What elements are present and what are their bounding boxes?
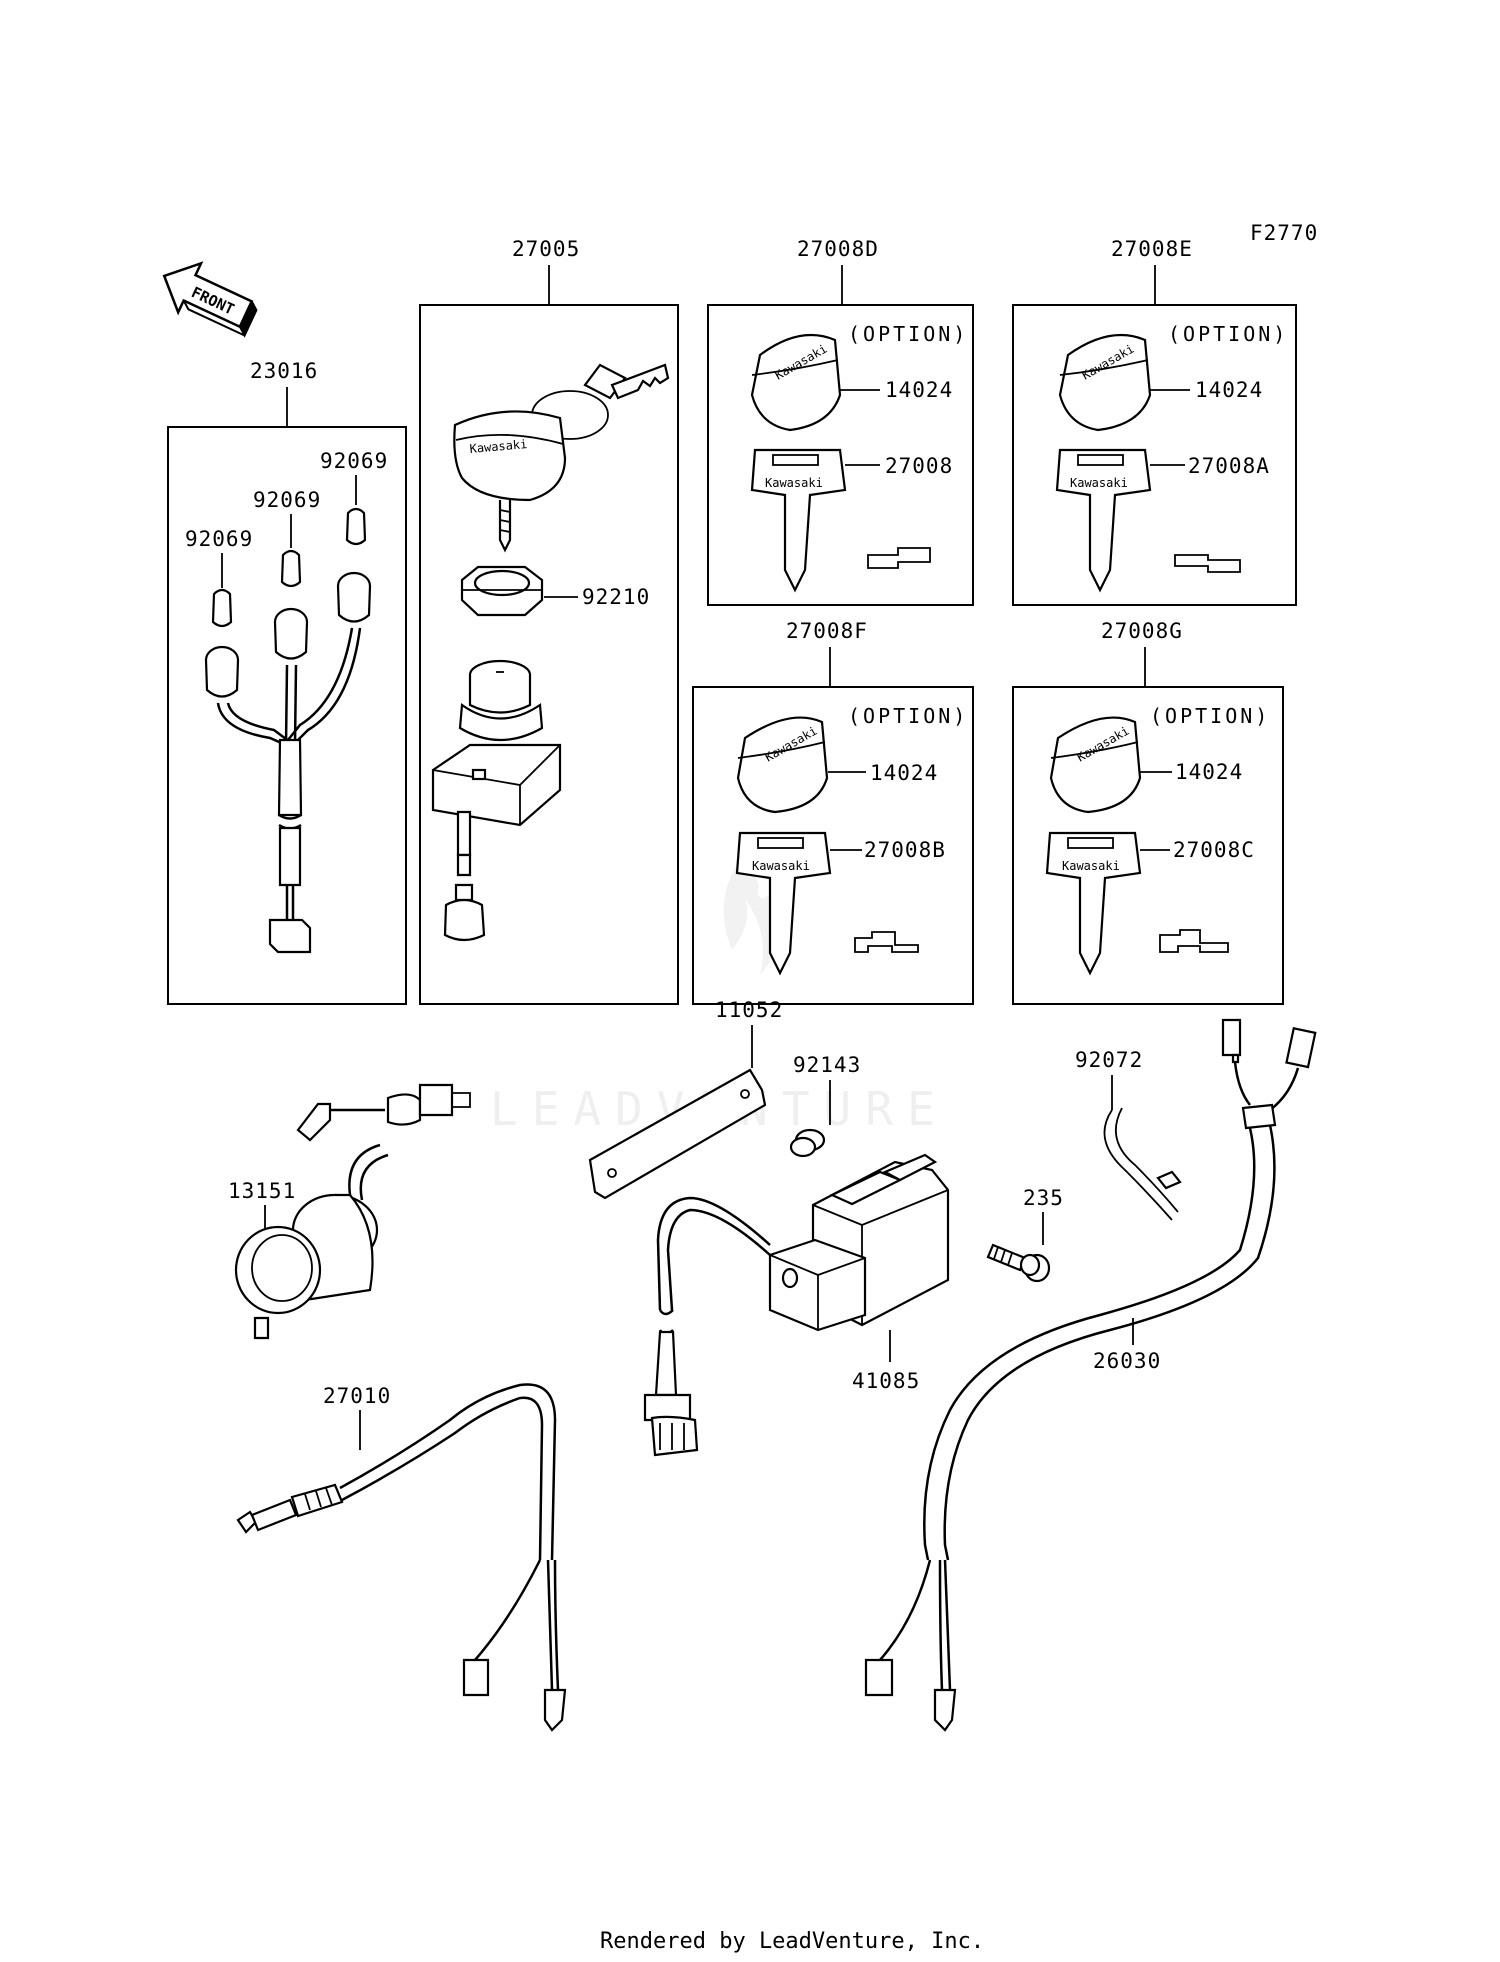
bulb-icon bbox=[345, 507, 367, 546]
blank-key-icon bbox=[1045, 831, 1142, 976]
option-label: (OPTION) bbox=[1150, 704, 1270, 728]
group-27008F: 27008F (OPTION) Kawasaki 14024 Kawasaki … bbox=[692, 619, 974, 1005]
label-92069-top: 92069 bbox=[320, 449, 388, 473]
label-92143: 92143 bbox=[793, 1053, 861, 1077]
key-head-icon bbox=[1058, 333, 1152, 432]
label-27010: 27010 bbox=[323, 1384, 391, 1408]
label-27008G: 27008G bbox=[1101, 619, 1183, 643]
label-11052: 11052 bbox=[715, 998, 783, 1022]
label-14024: 14024 bbox=[1195, 378, 1263, 402]
brand-text: Kawasaki bbox=[1062, 859, 1120, 873]
label-27008E: 27008E bbox=[1111, 237, 1193, 261]
label-41085: 41085 bbox=[852, 1369, 920, 1393]
part-26030: 26030 bbox=[864, 1018, 1317, 1732]
blank-key-icon bbox=[750, 448, 847, 593]
key-profile-icon bbox=[867, 547, 931, 569]
label-23016: 23016 bbox=[250, 359, 318, 383]
bracket-plate-icon bbox=[588, 1068, 767, 1200]
part-92072: 92072 bbox=[1075, 1048, 1182, 1221]
key-profile-icon bbox=[854, 931, 919, 953]
box-27008F bbox=[692, 686, 974, 1005]
group-23016: 23016 92069 92069 92069 bbox=[167, 359, 407, 1005]
key-profile-icon bbox=[1159, 929, 1229, 953]
group-27008E: 27008E (OPTION) Kawasaki 14024 Kawasaki … bbox=[1012, 237, 1297, 606]
ignition-key-icon bbox=[453, 410, 567, 502]
group-27008G: 27008G (OPTION) Kawasaki 14024 Kawasaki … bbox=[1012, 619, 1284, 1005]
part-11052: 11052 bbox=[588, 998, 783, 1200]
key-head-icon bbox=[736, 716, 829, 814]
key-icon bbox=[610, 363, 670, 400]
part-13151: 13151 bbox=[228, 1083, 471, 1340]
label-26030: 26030 bbox=[1093, 1349, 1161, 1373]
brand-text: Kawasaki bbox=[765, 476, 823, 490]
part-41085: 41085 bbox=[643, 1153, 950, 1457]
part-92143: 92143 bbox=[789, 1053, 861, 1158]
label-27008C: 27008C bbox=[1173, 838, 1255, 862]
label-27008F: 27008F bbox=[786, 619, 868, 643]
label-235: 235 bbox=[1023, 1186, 1064, 1210]
label-27008A: 27008A bbox=[1188, 454, 1270, 478]
figure-id: F2770 bbox=[1250, 221, 1318, 245]
key-head-icon bbox=[750, 333, 842, 432]
label-27008D: 27008D bbox=[797, 237, 879, 261]
brand-text: Kawasaki bbox=[469, 437, 528, 456]
key-head-icon bbox=[1049, 716, 1142, 814]
label-13151: 13151 bbox=[228, 1179, 296, 1203]
label-92069-middle: 92069 bbox=[253, 488, 321, 512]
label-14024: 14024 bbox=[1175, 760, 1243, 784]
part-27010: 27010 bbox=[236, 1383, 567, 1732]
label-27008B: 27008B bbox=[864, 838, 946, 862]
bolt-icon bbox=[986, 1243, 1027, 1272]
key-profile-icon bbox=[1174, 554, 1241, 573]
option-label: (OPTION) bbox=[848, 322, 968, 346]
blank-key-icon bbox=[735, 831, 832, 976]
blank-key-icon bbox=[1055, 448, 1152, 593]
front-arrow-icon: FRONT bbox=[162, 261, 258, 338]
label-92069-left: 92069 bbox=[185, 527, 253, 551]
brand-text: Kawasaki bbox=[752, 859, 810, 873]
cable-tie-icon bbox=[1103, 1107, 1179, 1221]
box-27008G bbox=[1012, 686, 1284, 1005]
option-label: (OPTION) bbox=[848, 704, 968, 728]
part-235: 235 bbox=[986, 1186, 1064, 1283]
brand-text: Kawasaki bbox=[1070, 476, 1128, 490]
bulb-icon bbox=[280, 549, 302, 588]
box-27008D bbox=[707, 304, 974, 606]
group-27008D: 27008D (OPTION) Kawasaki 14024 Kawasaki … bbox=[707, 237, 974, 606]
footer-credit: Rendered by LeadVenture, Inc. bbox=[600, 1929, 984, 1954]
option-label: (OPTION) bbox=[1168, 322, 1288, 346]
label-92210: 92210 bbox=[582, 585, 650, 609]
bulb-icon bbox=[211, 588, 233, 628]
label-14024: 14024 bbox=[870, 761, 938, 785]
label-92072: 92072 bbox=[1075, 1048, 1143, 1072]
label-27008: 27008 bbox=[885, 454, 953, 478]
label-14024: 14024 bbox=[885, 378, 953, 402]
group-27005: 27005 Kawasaki 92210 bbox=[419, 237, 679, 1005]
label-27005: 27005 bbox=[512, 237, 580, 261]
